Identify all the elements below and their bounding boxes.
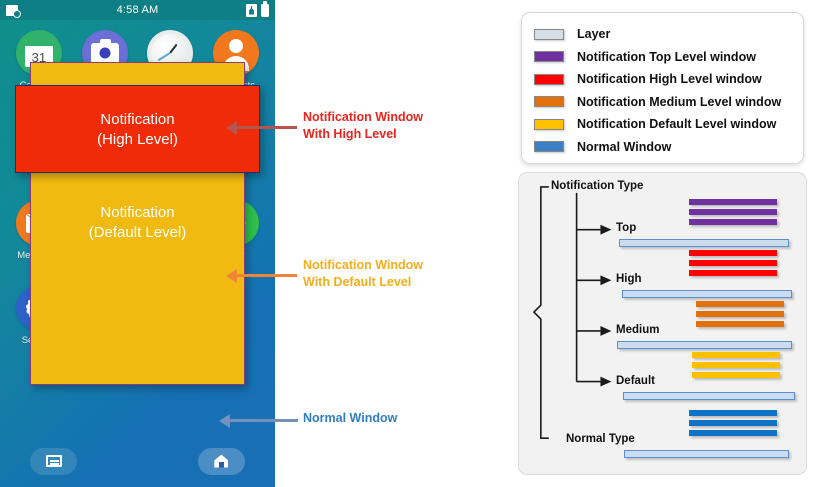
stack-normal-bars bbox=[689, 410, 777, 440]
window-bar bbox=[696, 311, 784, 317]
notification-default-line1: Notification bbox=[100, 204, 175, 221]
status-bar-clock: 4:58 AM bbox=[116, 4, 159, 16]
usb-debug-icon bbox=[246, 3, 257, 17]
window-bar bbox=[692, 372, 780, 378]
annotation-high-line2: With High Level bbox=[303, 126, 397, 141]
legend-label: Notification Medium Level window bbox=[577, 94, 782, 109]
layer-bar-normal bbox=[624, 450, 789, 458]
legend-item-default-level: Notification Default Level window bbox=[534, 113, 791, 136]
diagram-label-notification-type: Notification Type bbox=[551, 180, 644, 192]
diagram-connectors bbox=[532, 186, 612, 439]
window-bar bbox=[689, 430, 777, 436]
arrow-to-high-level-window bbox=[226, 120, 297, 135]
layer-bar-high bbox=[622, 290, 792, 298]
annotation-normal-window: Normal Window bbox=[303, 410, 397, 427]
legend-swatch bbox=[534, 73, 564, 85]
battery-icon bbox=[261, 1, 269, 17]
diagram-label-high: High bbox=[616, 273, 642, 285]
legend-label: Notification High Level window bbox=[577, 72, 762, 87]
legend-item-normal-window: Normal Window bbox=[534, 136, 791, 159]
window-bar bbox=[696, 301, 784, 307]
annotation-default-line2: With Default Level bbox=[303, 274, 412, 289]
status-bar-left bbox=[6, 4, 21, 18]
window-bar bbox=[689, 250, 777, 256]
annotation-normal-line1: Normal Window bbox=[303, 411, 398, 425]
notification-default-line2: (Default Level) bbox=[88, 223, 187, 241]
window-bar bbox=[692, 352, 780, 358]
recents-button[interactable] bbox=[30, 447, 78, 475]
window-bar bbox=[696, 321, 784, 327]
diagram-label-medium: Medium bbox=[616, 324, 660, 336]
arrow-to-default-level-window bbox=[226, 268, 297, 283]
window-bar bbox=[689, 260, 777, 266]
diagram-label-default: Default bbox=[616, 375, 655, 387]
status-bar-right bbox=[246, 1, 269, 17]
window-bar bbox=[692, 362, 780, 368]
legend-swatch bbox=[534, 96, 564, 108]
annotation-default-level: Notification Window With Default Level bbox=[303, 257, 423, 291]
stack-medium-bars bbox=[696, 301, 784, 331]
legend-swatch bbox=[534, 141, 564, 153]
legend-swatch bbox=[534, 28, 564, 40]
window-bar bbox=[689, 410, 777, 416]
legend-item-layer: Layer bbox=[534, 23, 791, 46]
legend-label: Notification Top Level window bbox=[577, 49, 756, 64]
window-type-diagram: Notification Type Top High Medium Defaul… bbox=[518, 172, 807, 475]
annotation-default-line1: Notification Window bbox=[303, 258, 424, 272]
diagram-label-top: Top bbox=[616, 222, 637, 234]
notification-high-line1: Notification bbox=[100, 111, 175, 128]
legend-swatch bbox=[534, 51, 564, 63]
diagram-label-normal-type: Normal Type bbox=[566, 433, 635, 445]
recents-icon bbox=[45, 455, 62, 467]
stack-top-bars bbox=[689, 199, 777, 229]
arrow-to-normal-window bbox=[219, 413, 298, 428]
legend-item-top-level: Notification Top Level window bbox=[534, 46, 791, 69]
layer-bar-top bbox=[619, 239, 789, 247]
layer-bar-medium bbox=[617, 341, 792, 349]
legend-item-high-level: Notification High Level window bbox=[534, 68, 791, 91]
window-bar bbox=[689, 270, 777, 276]
window-bar bbox=[689, 219, 777, 225]
annotation-high-line1: Notification Window bbox=[303, 110, 424, 124]
status-bar: 4:58 AM bbox=[0, 0, 275, 20]
notification-window-high-level[interactable]: Notification (High Level) bbox=[15, 85, 260, 173]
window-bar bbox=[689, 199, 777, 205]
phone-screen: 4:58 AM 31 Calendar Camera bbox=[0, 0, 275, 487]
window-bar bbox=[689, 209, 777, 215]
legend-label: Layer bbox=[577, 27, 611, 42]
home-icon bbox=[214, 454, 229, 468]
stack-high-bars bbox=[689, 250, 777, 280]
layer-bar-default bbox=[623, 392, 795, 400]
legend-swatch bbox=[534, 118, 564, 130]
window-bar bbox=[689, 420, 777, 426]
legend-item-medium-level: Notification Medium Level window bbox=[534, 91, 791, 114]
notification-high-line2: (High Level) bbox=[97, 130, 178, 148]
annotation-high-level: Notification Window With High Level bbox=[303, 109, 423, 143]
notification-sync-icon bbox=[6, 4, 21, 18]
navigation-bar bbox=[0, 435, 275, 487]
calendar-icon: 31 bbox=[15, 30, 62, 76]
legend-label: Notification Default Level window bbox=[577, 117, 777, 132]
legend-panel: Layer Notification Top Level window Noti… bbox=[521, 12, 804, 164]
stack-default-bars bbox=[692, 352, 780, 382]
home-button[interactable] bbox=[197, 447, 245, 475]
legend-label: Normal Window bbox=[577, 139, 672, 154]
